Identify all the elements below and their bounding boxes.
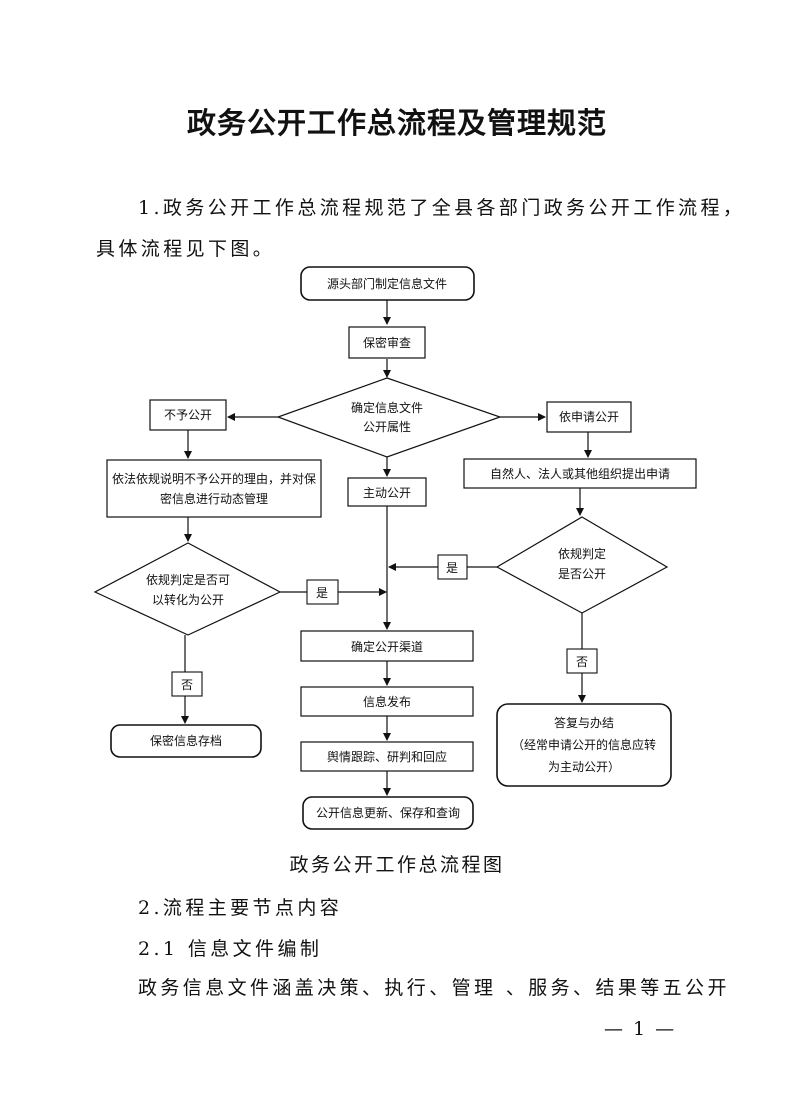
node-active: 主动公开 xyxy=(347,477,427,507)
node-source: 源头部门制定信息文件 xyxy=(300,266,475,301)
label-yes-left-text: 是 xyxy=(316,586,328,600)
label-no-right: 否 xyxy=(566,648,598,674)
label-no-left-text: 否 xyxy=(181,678,193,692)
node-apply: 自然人、法人或其他组织提出申请 xyxy=(463,458,697,489)
node-archive: 保密信息存档 xyxy=(110,724,262,758)
node-judge-left-line-1: 依规判定是否可 xyxy=(146,572,230,587)
node-archive-label: 保密信息存档 xyxy=(150,733,222,748)
label-no-left: 否 xyxy=(171,671,203,697)
paragraph-1-line-1: 1.政务公开工作总流程规范了全县各部门政务公开工作流程， xyxy=(138,197,746,219)
node-tracking-label: 舆情跟踪、研判和回应 xyxy=(327,749,447,764)
node-judge-right-line-2: 是否公开 xyxy=(558,567,606,581)
node-by-request: 依申请公开 xyxy=(546,401,632,433)
node-decide-line-2: 公开属性 xyxy=(363,420,411,434)
label-yes-right: 是 xyxy=(437,554,468,580)
page-number: — 1 — xyxy=(604,1018,677,1040)
node-review: 保密审查 xyxy=(348,326,426,359)
node-release-label: 信息发布 xyxy=(363,694,411,709)
node-explain-line-1: 依法依规说明不予公开的理由，并对保 xyxy=(112,471,316,486)
label-no-right-text: 否 xyxy=(576,655,588,669)
node-tracking: 舆情跟踪、研判和回应 xyxy=(300,741,474,772)
flow-connectors xyxy=(181,300,592,796)
node-release: 信息发布 xyxy=(300,686,474,717)
node-channel: 确定公开渠道 xyxy=(300,630,474,662)
document-title: 政务公开工作总流程及管理规范 xyxy=(186,106,607,140)
node-not-public: 不予公开 xyxy=(149,399,227,431)
node-decide-line-1: 确定信息文件 xyxy=(351,400,423,415)
figure-caption: 政务公开工作总流程图 xyxy=(289,854,505,876)
node-reply-line-2: （经常申请公开的信息应转 xyxy=(512,737,656,752)
node-judge-right-line-1: 依规判定 xyxy=(558,546,606,561)
node-apply-label: 自然人、法人或其他组织提出申请 xyxy=(490,466,670,481)
node-channel-label: 确定公开渠道 xyxy=(351,639,423,654)
label-yes-left: 是 xyxy=(306,579,339,605)
node-judge-left: 依规判定是否可 以转化为公开 xyxy=(93,542,282,636)
node-update: 公开信息更新、保存和查询 xyxy=(302,796,474,830)
node-reply-line-3: 为主动公开） xyxy=(548,760,620,774)
node-source-label: 源头部门制定信息文件 xyxy=(327,276,447,291)
node-explain-line-2: 密信息进行动态管理 xyxy=(160,491,268,506)
node-explain: 依法依规说明不予公开的理由，并对保 密信息进行动态管理 xyxy=(106,459,322,518)
node-judge-left-line-2: 以转化为公开 xyxy=(152,592,224,607)
node-judge-right: 依规判定 是否公开 xyxy=(495,516,669,614)
node-reply-line-1: 答复与办结 xyxy=(554,715,614,730)
node-update-label: 公开信息更新、保存和查询 xyxy=(316,805,460,820)
section-2-1-heading: 2.1 信息文件编制 xyxy=(138,938,323,960)
node-active-label: 主动公开 xyxy=(363,486,411,500)
node-not-public-label: 不予公开 xyxy=(164,408,212,422)
section-2-heading: 2.流程主要节点内容 xyxy=(138,897,343,919)
paragraph-3: 政务信息文件涵盖决策、执行、管理 、服务、结果等五公开 xyxy=(138,977,730,999)
node-review-label: 保密审查 xyxy=(363,335,411,350)
label-yes-right-text: 是 xyxy=(446,561,458,575)
node-reply: 答复与办结 （经常申请公开的信息应转 为主动公开） xyxy=(496,703,672,787)
node-decide-attribute: 确定信息文件 公开属性 xyxy=(276,377,502,458)
paragraph-1-line-2: 具体流程见下图。 xyxy=(96,238,276,260)
node-by-request-label: 依申请公开 xyxy=(559,409,619,424)
